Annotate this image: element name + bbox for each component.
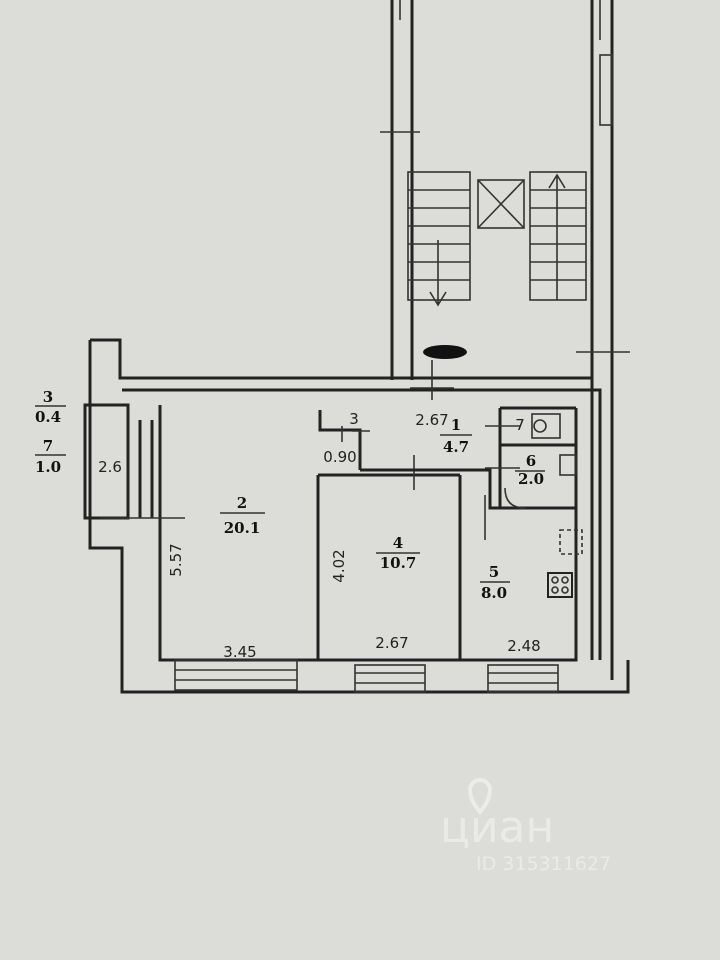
svg-text:2.0: 2.0 — [518, 470, 544, 488]
svg-text:1: 1 — [451, 416, 461, 434]
svg-text:3: 3 — [43, 388, 53, 406]
svg-text:20.1: 20.1 — [224, 519, 261, 537]
dim-hall-width: 2.67 — [415, 411, 448, 429]
closet-number: 3 — [349, 410, 359, 428]
stairwell — [380, 0, 630, 680]
toilet-number: 7 — [515, 416, 525, 434]
svg-text:4.7: 4.7 — [443, 438, 469, 456]
dim-room2-width: 3.45 — [223, 643, 256, 661]
svg-text:ID 315311627: ID 315311627 — [476, 853, 611, 875]
location-pin-icon — [467, 778, 493, 816]
room-label-6: 6 2.0 — [515, 452, 545, 488]
redaction-mark — [423, 345, 467, 359]
dim-closet-width: 0.90 — [323, 448, 356, 466]
watermark: циан ID 315311627 — [440, 778, 611, 875]
svg-text:10.7: 10.7 — [380, 554, 417, 572]
room-label-2: 2 20.1 — [220, 494, 265, 537]
svg-text:8.0: 8.0 — [481, 584, 507, 602]
dim-balcony: 2.6 — [98, 458, 122, 476]
dim-room5-width: 2.48 — [507, 637, 540, 655]
svg-text:2: 2 — [237, 494, 247, 512]
room-label-4: 4 10.7 — [376, 534, 420, 572]
room-label-5: 5 8.0 — [480, 563, 510, 602]
svg-text:1.0: 1.0 — [35, 458, 61, 476]
windows — [174, 659, 298, 691]
apartment-walls — [83, 338, 630, 694]
elevator-shaft — [477, 179, 525, 229]
room-label-3: 3 0.4 — [35, 388, 66, 426]
stove-icon — [547, 572, 573, 598]
room-label-1: 1 4.7 — [440, 416, 472, 456]
dim-room4-height: 4.02 — [330, 549, 348, 582]
dim-room2-height: 5.57 — [167, 543, 185, 576]
svg-text:0.4: 0.4 — [35, 408, 61, 426]
svg-text:7: 7 — [43, 437, 53, 455]
room-label-7: 7 1.0 — [35, 437, 66, 476]
svg-text:6: 6 — [526, 452, 536, 470]
svg-text:4: 4 — [393, 534, 403, 552]
svg-text:циан: циан — [440, 802, 554, 853]
dim-room4-width: 2.67 — [375, 634, 408, 652]
svg-text:5: 5 — [489, 563, 499, 581]
